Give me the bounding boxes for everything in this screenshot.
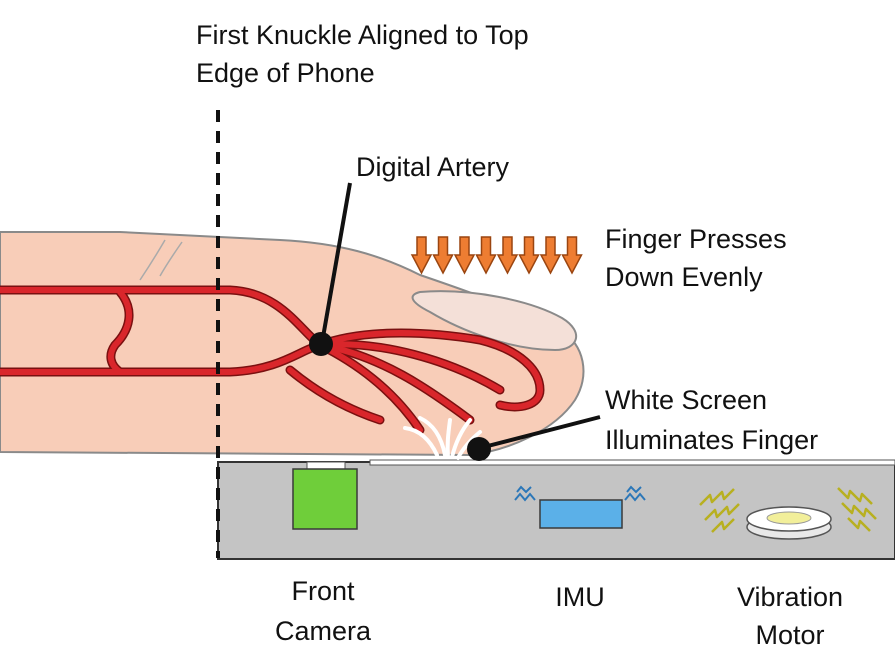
white-screen-label-line1: White Screen — [605, 385, 768, 415]
imu-chip — [539, 499, 623, 529]
down-arrow-icon — [539, 236, 562, 275]
down-arrow-icon — [410, 236, 433, 275]
finger-press-label-line1: Finger Presses — [605, 224, 787, 254]
vibration-motor — [699, 487, 877, 540]
front-camera-label-line2: Camera — [274, 616, 372, 646]
knuckle-label-line2: Edge of Phone — [196, 58, 375, 88]
down-arrow-icon — [518, 236, 540, 275]
vibration-wave-right-icon — [837, 487, 877, 532]
down-arrow-icon — [496, 236, 519, 275]
white-screen-label-line2: Illuminates Finger — [605, 425, 819, 455]
light-rays-icon — [403, 416, 482, 460]
down-arrow-icon — [475, 236, 497, 275]
knuckle-crease — [139, 239, 166, 281]
vibration-motor-label-line2: Motor — [755, 620, 825, 650]
imu-label: IMU — [555, 582, 605, 612]
down-arrow-icon — [453, 236, 476, 275]
finger-press-label-line2: Down Evenly — [605, 262, 763, 292]
digital-artery-label: Digital Artery — [356, 152, 510, 182]
digital-artery-pointer — [309, 182, 352, 356]
imu-vibration-left-icon — [514, 485, 536, 502]
knuckle-crease-2 — [159, 241, 183, 277]
imu-vibration-right-icon — [624, 485, 646, 502]
down-arrow-icon — [432, 236, 454, 275]
vibration-wave-left-icon — [699, 488, 740, 533]
vibration-motor-label-line1: Vibration — [736, 582, 844, 612]
camera-body — [292, 468, 358, 530]
imu — [514, 485, 646, 529]
down-arrow-icon — [561, 236, 583, 275]
knuckle-label-line1: First Knuckle Aligned to Top — [196, 20, 529, 50]
press-arrows-icon — [410, 236, 583, 275]
front-camera — [292, 461, 358, 530]
white-screen — [369, 459, 895, 466]
white-screen-pointer — [467, 415, 601, 461]
front-camera-label-line1: Front — [291, 576, 355, 606]
fingernail — [411, 290, 578, 352]
